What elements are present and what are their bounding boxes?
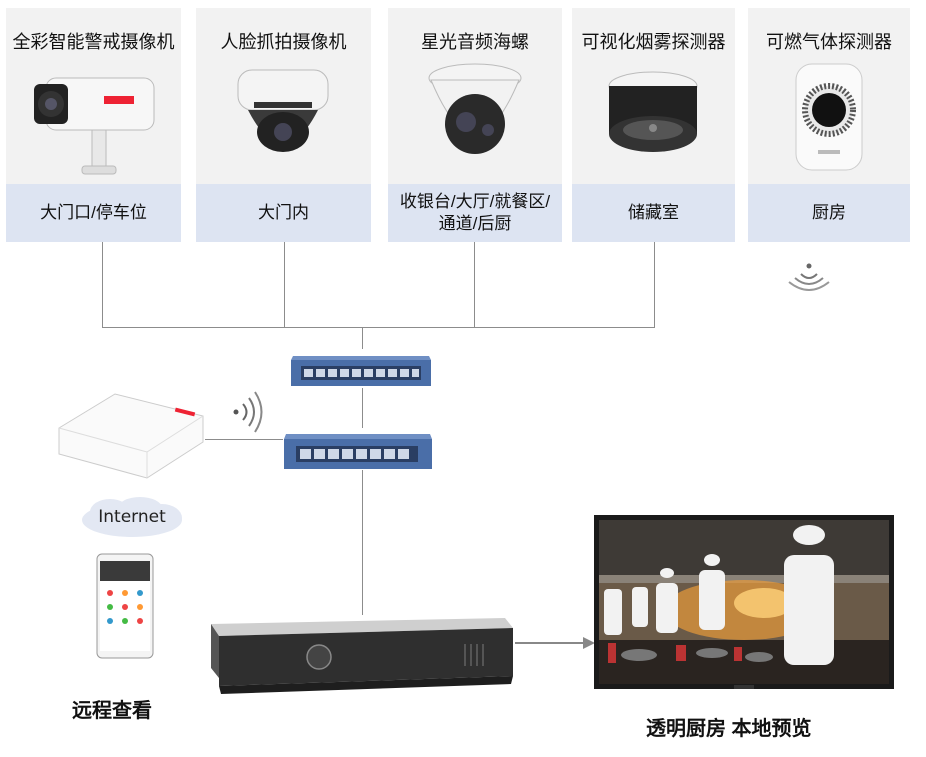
network-switch	[282, 428, 434, 472]
device-location: 大门内	[196, 184, 371, 242]
tv-display	[594, 515, 894, 689]
connector-line	[102, 242, 103, 328]
connector-line	[362, 327, 363, 349]
connector-line	[654, 242, 655, 328]
device-name: 可燃气体探测器	[766, 32, 892, 52]
internet-label: Internet	[98, 507, 166, 527]
device-card-gas-detector: 可燃气体探测器 厨房	[748, 8, 910, 242]
connector-line	[205, 439, 283, 440]
network-switch	[289, 348, 433, 388]
device-name: 可视化烟雾探测器	[581, 32, 726, 52]
device-name: 星光音频海螺	[421, 32, 529, 52]
dome-camera-icon	[196, 56, 371, 186]
wireless-signal-icon	[228, 388, 268, 436]
device-name: 人脸抓拍摄像机	[220, 32, 347, 52]
internet-cloud: Internet	[76, 496, 188, 542]
smartphone	[96, 553, 154, 659]
connector-line	[284, 242, 285, 328]
local-preview-label: 透明厨房 本地预览	[646, 718, 812, 740]
connector-line	[474, 242, 475, 328]
device-card-smoke-detector: 可视化烟雾探测器 储藏室	[572, 8, 735, 242]
turret-camera-icon	[388, 56, 562, 186]
wireless-signal-icon	[784, 258, 834, 298]
remote-view-label: 远程查看	[72, 700, 152, 722]
device-name: 全彩智能警戒摄像机	[12, 32, 175, 52]
device-location: 大门口/停车位	[6, 184, 181, 242]
device-location: 收银台/大厅/就餐区/通道/后厨	[388, 184, 562, 242]
device-card-dome-camera: 人脸抓拍摄像机 大门内	[196, 8, 371, 242]
device-card-turret-camera: 星光音频海螺 收银台/大厅/就餐区/通道/后厨	[388, 8, 562, 242]
bullet-camera-icon	[6, 56, 181, 186]
smoke-detector-icon	[572, 56, 735, 186]
connector-line	[102, 327, 655, 328]
connector-line	[362, 388, 363, 428]
arrow-icon	[515, 636, 597, 650]
nvr-recorder	[205, 614, 515, 696]
device-card-bullet-camera: 全彩智能警戒摄像机 大门口/停车位	[6, 8, 181, 242]
device-location: 储藏室	[572, 184, 735, 242]
gas-detector-icon	[748, 56, 910, 186]
wireless-router	[55, 388, 207, 483]
connector-line	[362, 470, 363, 615]
device-location: 厨房	[748, 184, 910, 242]
